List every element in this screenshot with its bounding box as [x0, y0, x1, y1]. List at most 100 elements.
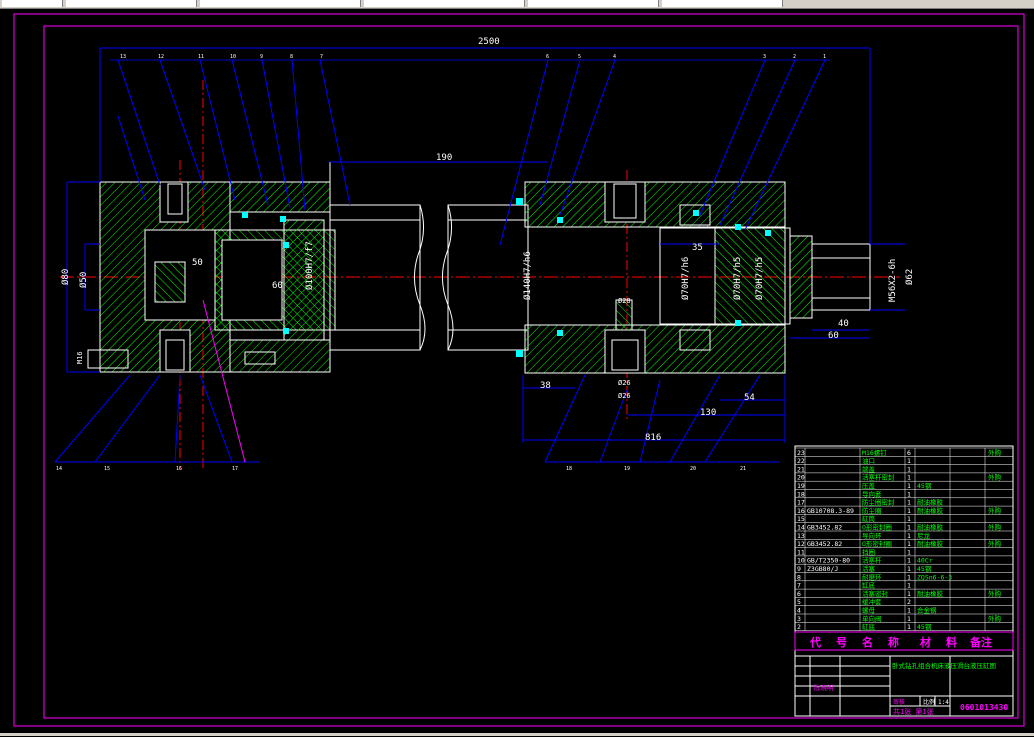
bom-cell: 压盖 [862, 481, 876, 490]
bom-cell: 4 [797, 607, 801, 615]
bom-cell: 10 [797, 557, 805, 565]
bom-cell: 耐油橡胶 [917, 498, 944, 507]
dim-gap: 190 [436, 153, 452, 163]
bom-cell: 1 [907, 482, 911, 490]
toolbar-field[interactable] [2, 0, 63, 7]
svg-text:4: 4 [613, 54, 616, 60]
dim-38: 38 [540, 381, 551, 391]
inner-border [43, 25, 1019, 719]
svg-text:19: 19 [624, 466, 630, 472]
dim-54: 54 [744, 393, 755, 403]
bom-cell: 缸底 [862, 581, 876, 590]
bom-cell: 活塞 [862, 564, 876, 573]
bom-cell: 尼龙 [917, 531, 931, 540]
bom-cell: ZQSn6-6-3 [917, 573, 952, 581]
toolbar-field[interactable] [528, 0, 659, 7]
drawing-sheet: 2500 190 Ø80 Ø50 Ø100H7/f7 60 50 Ø140H7/… [13, 13, 1025, 727]
bom-cell: 外购 [988, 506, 1002, 515]
bom-cell: GB10708.3-89 [807, 507, 854, 515]
bom-cell: 耐油橡胶 [917, 539, 944, 548]
toolbar-field[interactable] [364, 0, 525, 7]
svg-text:备注: 备注 [969, 635, 992, 649]
bom-cell: O形密封圈 [862, 539, 892, 548]
svg-text:3: 3 [763, 54, 766, 60]
bom-cell: 3 [797, 615, 801, 623]
dim-end-b: 60 [828, 331, 839, 341]
bom-cell: 1 [907, 573, 911, 581]
bom-cell: 1 [907, 515, 911, 523]
dim-130: 130 [700, 408, 716, 418]
app-toolbar [0, 0, 1034, 9]
piston-rod [329, 161, 548, 351]
bom-cell: 45钢 [917, 482, 932, 490]
dim-guide-fit: Ø70H7/h6 [680, 257, 691, 300]
bom-cell: Z3GB80/J [807, 565, 838, 573]
bom-cell: 1 [907, 507, 911, 515]
bom-cell: 合金钢 [917, 606, 937, 615]
dim-seal-b: Ø70H7/h5 [754, 257, 765, 300]
dim-short: 50 [192, 258, 203, 268]
svg-text:14: 14 [56, 466, 62, 472]
cad-canvas[interactable]: 2500 190 Ø80 Ø50 Ø100H7/f7 60 50 Ø140H7/… [0, 9, 1034, 733]
dim-overall: 2500 [478, 37, 500, 47]
piston-assembly [214, 181, 336, 373]
bom-cell: 1 [907, 607, 911, 615]
toolbar-field[interactable] [662, 0, 783, 7]
bom-cell: 1 [907, 532, 911, 540]
bom-cell: 7 [797, 582, 801, 590]
toolbar-field[interactable] [200, 0, 361, 7]
bom-cell: 外购 [988, 539, 1002, 548]
svg-text:名: 名 [862, 635, 873, 649]
bom-cell: 外购 [988, 448, 1002, 457]
bom-cell: 9 [797, 565, 801, 573]
bom-cell: 活塞密封 [862, 589, 889, 598]
bom-cell: 防尘圈 [862, 506, 882, 515]
bom-cell: 22 [797, 457, 805, 465]
bom-cell: 单向阀 [862, 614, 882, 623]
leader-lines-bottom [54, 374, 780, 463]
bom-cell: 6 [907, 449, 911, 457]
svg-text:20: 20 [690, 466, 696, 472]
bom-cell: 1 [907, 582, 911, 590]
bom-cell: 2 [907, 598, 911, 606]
dim-thread: M56X2-6h [888, 259, 898, 302]
bom-cell: 耐磨环 [862, 572, 882, 581]
svg-text:材: 材 [920, 635, 931, 649]
bom-cell: 缓冲套 [862, 597, 882, 606]
bom-cell: 21 [797, 465, 805, 473]
drawing-number: 0601013430 [960, 703, 1008, 712]
bom-cell: O形密封圈 [862, 523, 892, 532]
bom-cell: 11 [797, 548, 805, 556]
bom-cell: 导向环 [862, 531, 882, 540]
svg-text:16: 16 [176, 466, 182, 472]
bom-cell: 45钢 [917, 565, 932, 573]
svg-text:号: 号 [836, 636, 847, 649]
bom-cell: GB3452.82 [807, 540, 842, 548]
bom-cell: 1 [907, 615, 911, 623]
bom-cell: 18 [797, 490, 805, 498]
bom-cell: 1 [907, 474, 911, 482]
dim-816: 816 [645, 433, 661, 443]
bom-cell: 1 [907, 499, 911, 507]
bom-cell: 1 [907, 590, 911, 598]
svg-text:9: 9 [260, 54, 263, 60]
bom-cell: 16 [797, 507, 805, 515]
dim-port-top: Ø28 [618, 297, 631, 305]
dim-rod-fit: Ø140H7/h6 [522, 251, 533, 300]
dim-piston-fit: Ø100H7/f7 [304, 241, 315, 290]
bom-cell: GB/T2350-80 [807, 557, 850, 565]
bom-cell: 40Cr [917, 557, 933, 565]
bom-cell: 13 [797, 532, 805, 540]
svg-text:代: 代 [809, 635, 821, 649]
bom-cell: 1 [907, 457, 911, 465]
svg-text:5: 5 [578, 54, 581, 60]
svg-text:21: 21 [740, 466, 746, 472]
leader-numbers: 13 12 11 10 9 8 7 6 5 4 3 2 1 14 15 16 1… [56, 54, 826, 472]
svg-text:13: 13 [120, 54, 126, 60]
svg-text:1: 1 [823, 54, 826, 60]
status-bar [0, 733, 1034, 736]
bom-cell: 1 [907, 623, 911, 631]
dim-rod: Ø50 [78, 272, 89, 288]
toolbar-field[interactable] [66, 0, 197, 7]
